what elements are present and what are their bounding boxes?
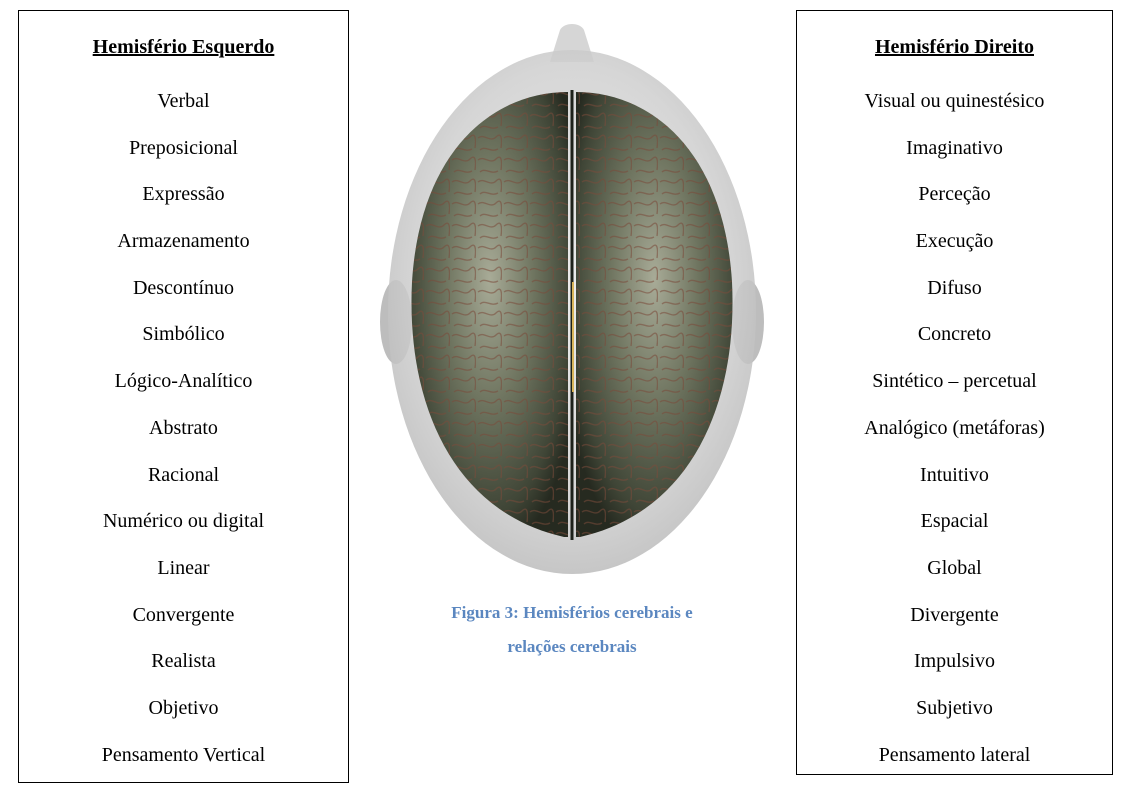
right-item: Global (797, 556, 1112, 603)
left-item: Expressão (19, 182, 348, 229)
right-item: Perceção (797, 182, 1112, 229)
brain-top-view-illustration (372, 22, 772, 582)
right-hemisphere-title: Hemisfério Direito (797, 35, 1112, 59)
left-item: Racional (19, 463, 348, 510)
right-item: Difuso (797, 276, 1112, 323)
right-item: Sintético – percetual (797, 369, 1112, 416)
left-item: Realista (19, 649, 348, 696)
right-item: Concreto (797, 322, 1112, 369)
figure-caption-line-1: Figura 3: Hemisférios cerebrais e (372, 596, 772, 630)
right-item: Intuitivo (797, 463, 1112, 510)
right-item: Imaginativo (797, 136, 1112, 183)
left-item: Numérico ou digital (19, 509, 348, 556)
left-item: Simbólico (19, 322, 348, 369)
left-item: Pensamento Vertical (19, 743, 348, 789)
right-item: Divergente (797, 603, 1112, 650)
right-item: Impulsivo (797, 649, 1112, 696)
left-hemisphere-panel: Hemisfério Esquerdo Verbal Preposicional… (18, 10, 349, 783)
left-hemisphere-title: Hemisfério Esquerdo (19, 35, 348, 59)
left-item: Verbal (19, 89, 348, 136)
left-item: Preposicional (19, 136, 348, 183)
left-item: Descontínuo (19, 276, 348, 323)
left-hemisphere-list: Verbal Preposicional Expressão Armazenam… (19, 89, 348, 789)
left-item: Armazenamento (19, 229, 348, 276)
right-item: Subjetivo (797, 696, 1112, 743)
left-item: Convergente (19, 603, 348, 650)
right-item: Execução (797, 229, 1112, 276)
right-item: Visual ou quinestésico (797, 89, 1112, 136)
brain-figure (372, 22, 772, 582)
right-hemisphere-panel: Hemisfério Direito Visual ou quinestésic… (796, 10, 1113, 775)
figure-caption-line-2: relações cerebrais (372, 630, 772, 664)
left-item: Linear (19, 556, 348, 603)
right-hemisphere-list: Visual ou quinestésico Imaginativo Perce… (797, 89, 1112, 789)
left-item: Abstrato (19, 416, 348, 463)
right-item: Analógico (metáforas) (797, 416, 1112, 463)
right-item: Espacial (797, 509, 1112, 556)
right-item: Pensamento lateral (797, 743, 1112, 789)
left-item: Objetivo (19, 696, 348, 743)
figure-caption: Figura 3: Hemisférios cerebrais e relaçõ… (372, 596, 772, 664)
left-item: Lógico-Analítico (19, 369, 348, 416)
